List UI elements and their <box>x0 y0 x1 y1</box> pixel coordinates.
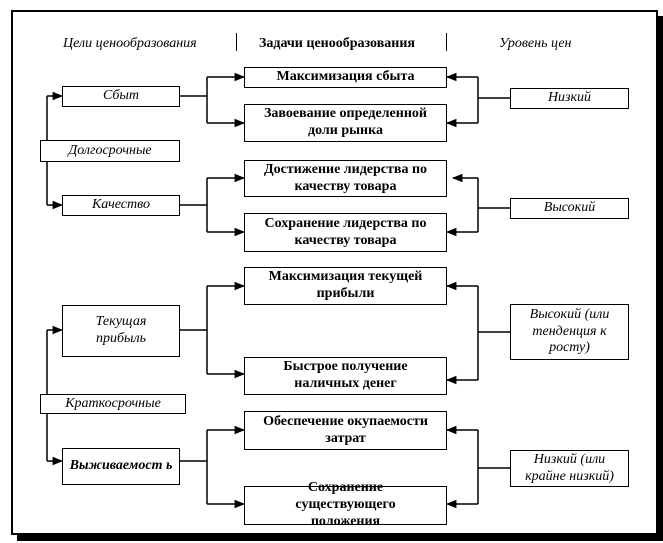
task-keep-quality-leadership: Сохранение лидерства по качеству товара <box>244 213 447 252</box>
header-tasks: Задачи ценообразования <box>259 36 415 51</box>
task-market-share: Завоевание определенной доли рынка <box>244 104 447 142</box>
task-status-quo: Сохранение существующего положения <box>244 480 447 529</box>
task-max-profit: Максимизация текущей прибыли <box>244 267 447 305</box>
price-high-or-rising: Высокий (или тенденция к росту) <box>510 304 629 360</box>
task-quality-leadership: Достижение лидерства по качеству товара <box>244 160 447 197</box>
goal-survival: Выживаемост ь <box>62 448 180 485</box>
header-separator-right <box>446 33 447 51</box>
header-goals: Цели ценообразования <box>63 36 197 51</box>
header-price-level: Уровень цен <box>499 36 572 51</box>
price-low-or-very-low: Низкий (или крайне низкий) <box>510 450 629 487</box>
price-high: Высокий <box>510 198 629 219</box>
goal-sales: Сбыт <box>62 86 180 107</box>
header-separator-left <box>236 33 237 51</box>
horizon-short-term: Краткосрочные <box>40 394 186 414</box>
task-fast-cash: Быстрое получение наличных денег <box>244 357 447 395</box>
goal-quality: Качество <box>62 195 180 216</box>
horizon-long-term: Долгосрочные <box>40 140 180 162</box>
task-cost-recovery: Обеспечение окупаемости затрат <box>244 411 447 450</box>
task-max-sales: Максимизация сбыта <box>244 67 447 88</box>
price-low: Низкий <box>510 88 629 109</box>
goal-current-profit: Текущая прибыль <box>62 305 180 357</box>
